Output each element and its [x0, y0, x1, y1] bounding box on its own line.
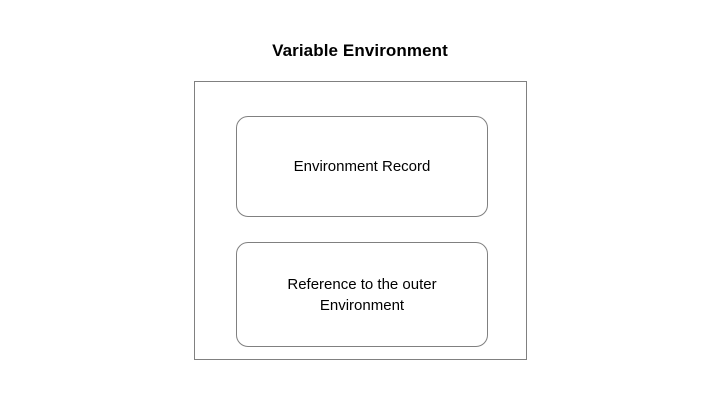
outer-environment-reference-label: Reference to the outer Environment — [287, 275, 437, 314]
variable-environment-container: Environment Record Reference to the oute… — [194, 81, 527, 360]
page-title: Variable Environment — [272, 41, 448, 60]
environment-record-box[interactable]: Environment Record — [236, 116, 488, 217]
outer-environment-reference-box[interactable]: Reference to the outer Environment — [236, 242, 488, 347]
environment-record-label: Environment Record — [293, 158, 431, 175]
